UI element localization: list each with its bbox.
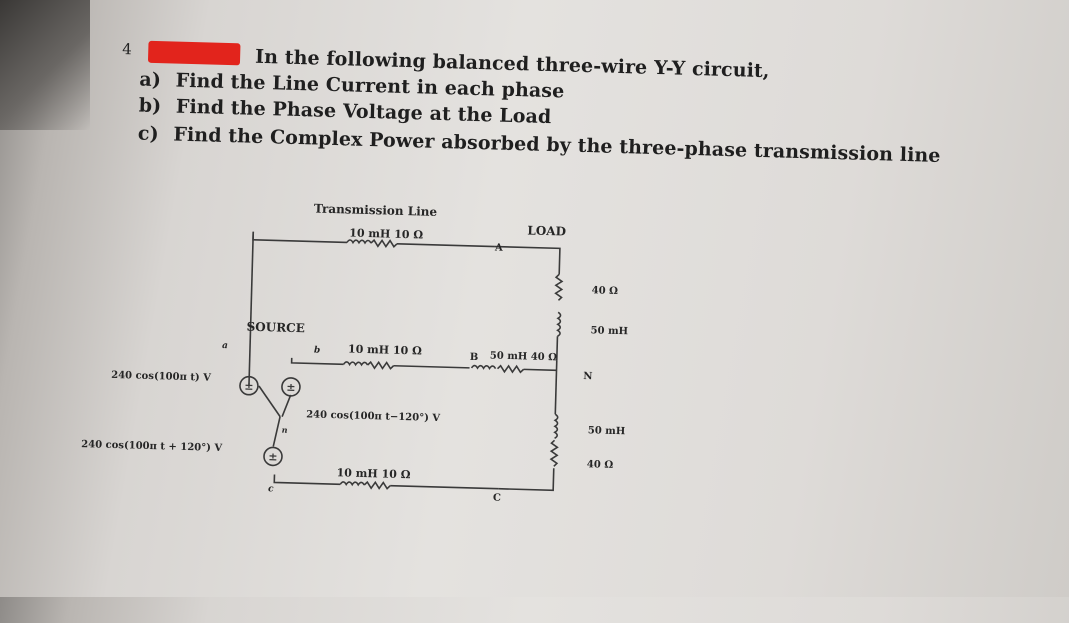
inductor-line-c: [339, 481, 365, 487]
inductor-line-a: [346, 239, 372, 245]
inductor-line-b: [342, 361, 369, 367]
line-c-label: 10 mH 10 Ω: [336, 466, 411, 482]
source-a-circle: [239, 375, 259, 396]
photo-shadow: [0, 0, 90, 130]
wire-line-c: [273, 474, 341, 486]
source-a-sign: ±: [244, 380, 254, 393]
wire-to-A: [396, 243, 495, 248]
node-A-label: A: [494, 242, 503, 254]
inductor-load-b: [470, 364, 497, 370]
load-a-inductor-label: 50 mH: [590, 325, 629, 338]
wire-to-B: [393, 364, 470, 369]
resistor-load-a: [554, 273, 564, 301]
wire-line-b: [290, 357, 344, 366]
wire-source-a: [248, 231, 255, 386]
resistor-load-b: [496, 364, 525, 374]
wire-source-n-b: [281, 394, 292, 417]
line-b-label: 10 mH 10 Ω: [347, 342, 423, 358]
resistor-line-a: [370, 238, 398, 248]
wire-load-c-bottom: [498, 468, 555, 492]
node-b-label: b: [313, 345, 321, 356]
inductor-load-a: [556, 311, 562, 338]
wire-A-to-load: [494, 245, 561, 275]
source-title: SOURCE: [246, 319, 306, 336]
resistor-line-c: [363, 480, 391, 490]
node-C-label: C: [492, 492, 502, 504]
load-c-inductor-label: 50 mH: [587, 425, 626, 438]
source-c-sign: ±: [268, 450, 278, 463]
load-a-resistor-label: 40 Ω: [591, 285, 619, 297]
load-title: LOAD: [527, 223, 567, 239]
line-a-label: 10 mH 10 Ω: [349, 226, 424, 242]
wire-source-n-a: [258, 385, 281, 418]
wire-to-C: [390, 484, 499, 490]
node-c-label: c: [267, 484, 274, 495]
wire-line-a: [252, 231, 348, 244]
node-a-label: a: [221, 340, 229, 352]
node-B-label: B: [469, 351, 479, 364]
wire-N-to-load-c: [554, 360, 558, 415]
inductor-load-c: [553, 413, 559, 439]
load-b-label: 50 mH 40 Ω: [489, 350, 558, 364]
node-n-label: n: [281, 424, 288, 435]
node-N-label: N: [583, 371, 593, 383]
wire-source-n-c: [272, 416, 281, 447]
wire-load-a-to-N: [555, 336, 559, 361]
source-c-circle: [263, 446, 283, 467]
source-b-sign: ±: [286, 381, 296, 394]
resistor-line-b: [367, 360, 395, 370]
resistor-load-c: [549, 439, 559, 467]
load-c-resistor-label: 40 Ω: [586, 459, 614, 471]
source-b-circle: [281, 377, 301, 397]
wire-load-b-to-N: [523, 368, 557, 372]
